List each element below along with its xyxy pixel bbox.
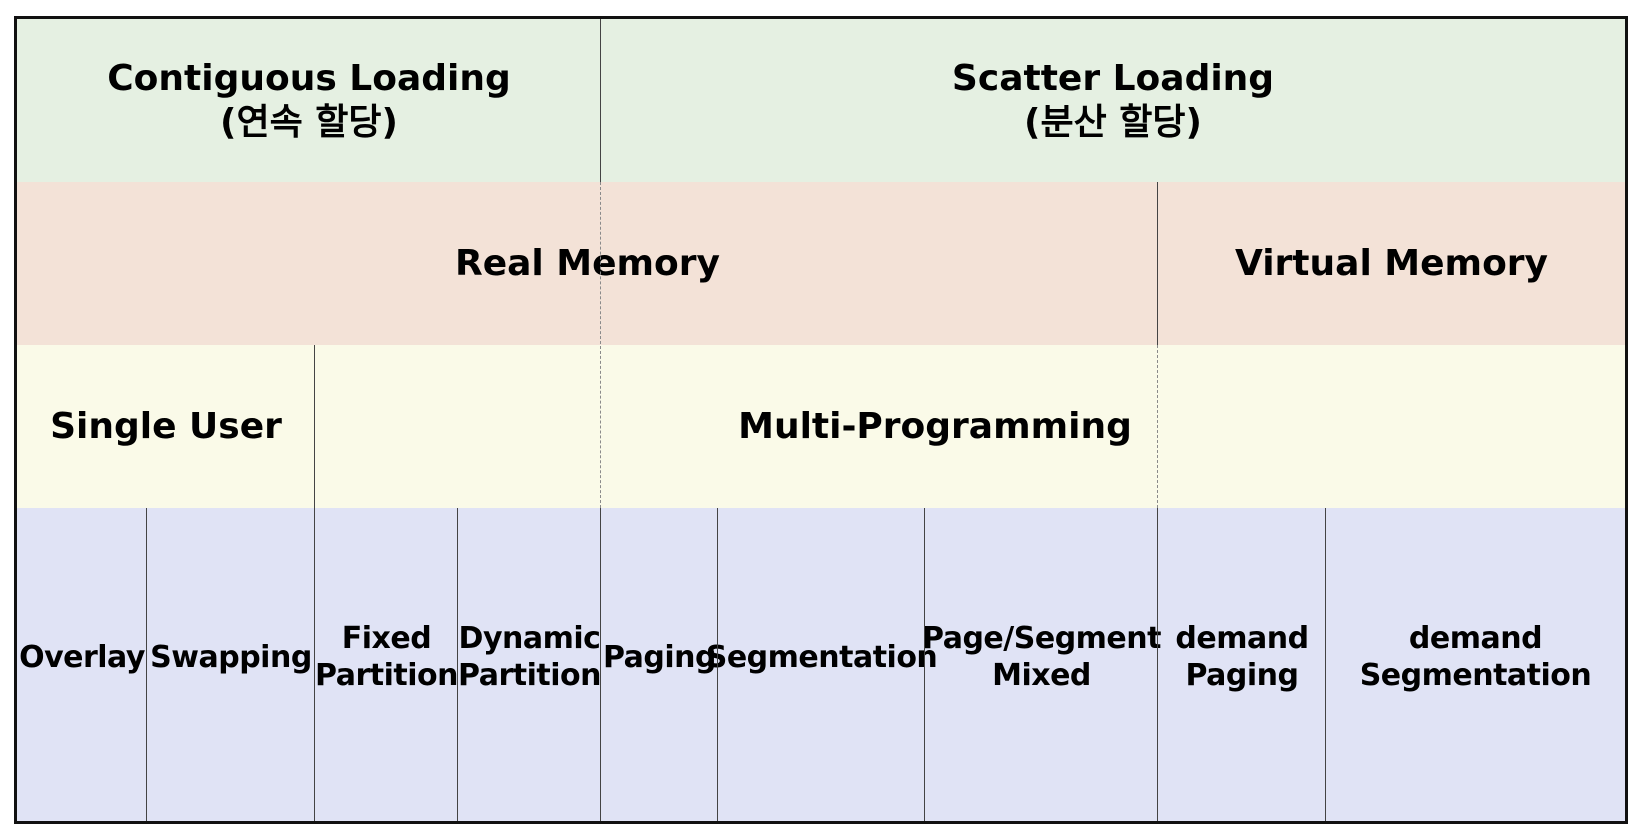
loading-row <box>17 19 1625 183</box>
virtual-memory-cell: Virtual Memory <box>1234 242 1549 284</box>
technique-dynamic-partition: Dynamic Partition <box>458 621 601 693</box>
divider-mixed-demand-paging <box>1157 508 1158 821</box>
technique-fixed-partition: Fixed Partition <box>315 621 458 693</box>
technique-demand-paging: demand Paging <box>1175 621 1309 693</box>
memory-allocation-table: Contiguous Loading (연속 할당) Scatter Loadi… <box>14 16 1628 824</box>
technique-overlay: Overlay <box>19 639 145 675</box>
divider-contiguous-scatter <box>600 19 601 182</box>
multi-programming-cell: Multi-Programming <box>738 405 1132 447</box>
divider-paging-segmentation <box>717 508 718 821</box>
real-memory-cell: Real Memory <box>454 242 720 284</box>
technique-row <box>17 508 1625 821</box>
programming-row <box>17 345 1625 509</box>
divider-overlay-swapping <box>146 508 147 821</box>
technique-swapping: Swapping <box>150 639 312 675</box>
technique-paging: Paging <box>602 639 717 675</box>
technique-page-segment-mixed: Page/Segment Mixed <box>922 621 1161 693</box>
divider-segmentation-mixed <box>924 508 925 821</box>
technique-demand-segmentation: demand Segmentation <box>1359 621 1592 693</box>
divider-dashed-contiguous-scatter <box>600 182 601 508</box>
divider-dashed-real-virtual <box>1157 345 1158 508</box>
contiguous-loading-cell: Contiguous Loading (연속 할당) <box>107 57 511 143</box>
technique-segmentation: Segmentation <box>705 639 938 675</box>
scatter-loading-cell: Scatter Loading (분산 할당) <box>951 57 1275 143</box>
divider-dynamic-paging <box>600 508 601 821</box>
memory-row <box>17 182 1625 346</box>
divider-single-multi <box>314 345 315 821</box>
single-user-cell: Single User <box>50 405 282 447</box>
divider-fixed-dynamic <box>457 508 458 821</box>
divider-real-virtual <box>1157 182 1158 345</box>
divider-demand-paging-segmentation <box>1325 508 1326 821</box>
